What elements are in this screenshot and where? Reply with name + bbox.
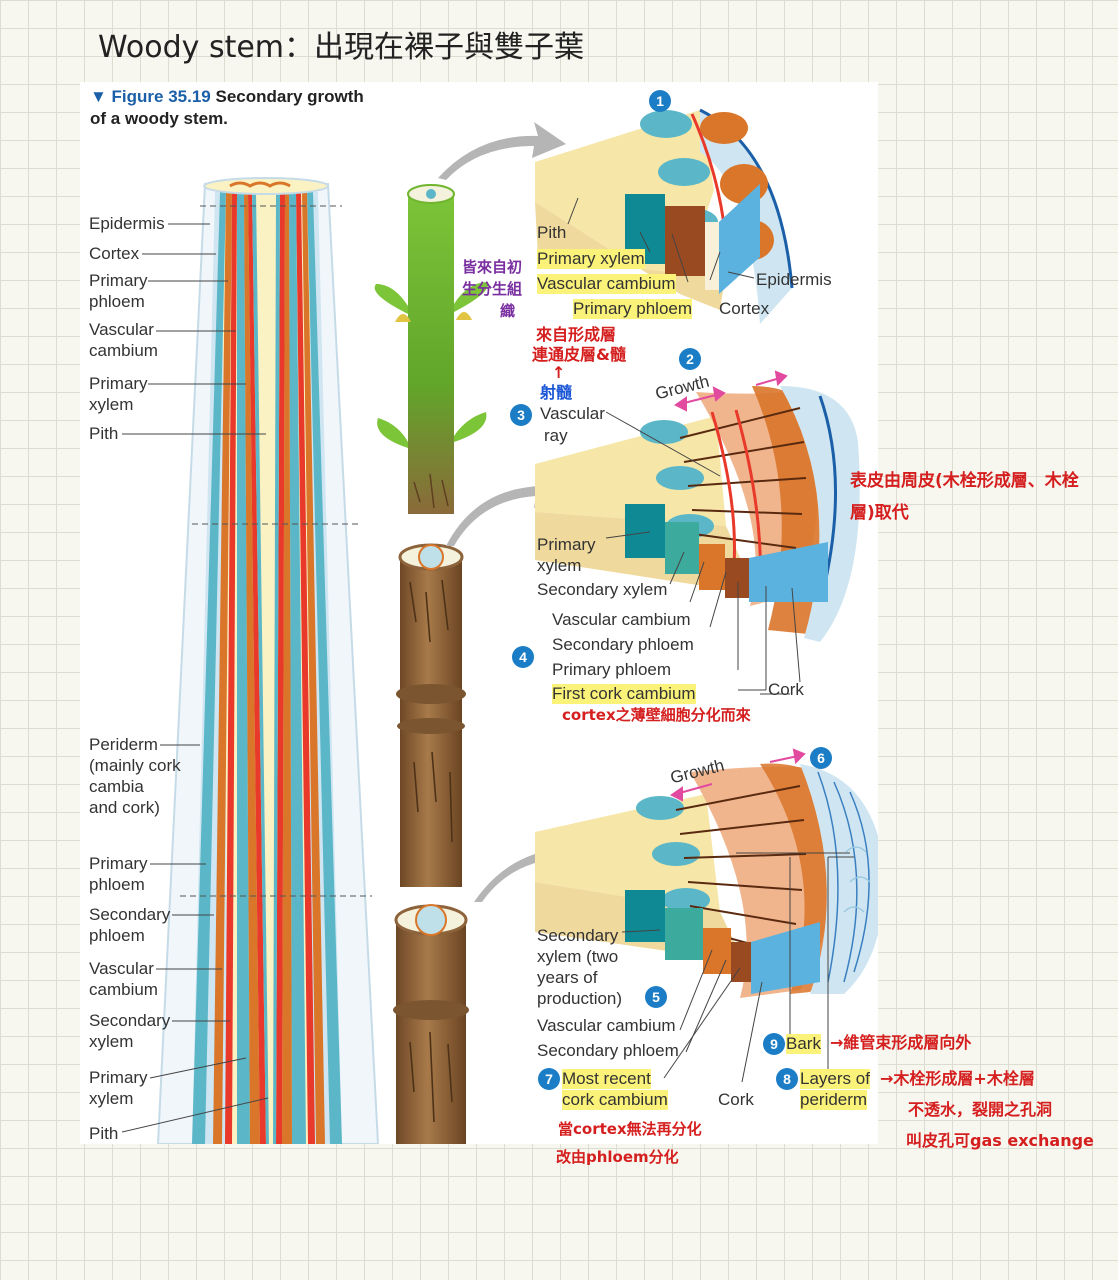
label-secondary-phloem-2: phloem xyxy=(89,926,145,945)
label-periderm-3: cambia xyxy=(89,777,144,796)
w2-label-primary-xylem-1: Primary xyxy=(537,535,596,554)
w3-label-bark: Bark xyxy=(786,1034,821,1054)
label-primary-xylem-2: xylem xyxy=(89,395,134,414)
note-periderm-1: →木栓形成層+木栓層 xyxy=(880,1069,1035,1088)
w3-label-secondary-xylem-2: xylem (two xyxy=(537,947,619,966)
stem-diagram xyxy=(121,108,878,1144)
w3-label-cork: Cork xyxy=(718,1090,754,1109)
note-ray-arrow: ↑ xyxy=(552,363,566,382)
note-cork-cambium-origin: cortex之薄壁細胞分化而來 xyxy=(562,706,751,724)
label-periderm-4: and cork) xyxy=(89,798,160,817)
page-title: Woody stem：出現在裸子與雙子葉 xyxy=(98,30,585,65)
note-epidermis-replaced-2: 層)取代 xyxy=(850,503,909,523)
label-secondary-xylem-2: xylem xyxy=(89,1032,134,1051)
figure-caption: ▼ Figure 35.19 Secondary growth of a woo… xyxy=(90,86,364,130)
label-periderm-2: (mainly cork xyxy=(89,756,181,775)
step-number-2: 2 xyxy=(679,348,701,370)
step-number-5: 5 xyxy=(645,986,667,1008)
w3-label-secondary-xylem-3: years of xyxy=(537,968,598,987)
note-periderm-2: 不透水，裂開之孔洞 xyxy=(908,1100,1053,1119)
w3-label-secondary-xylem-4: production) xyxy=(537,989,623,1008)
figure-panel: ▼ Figure 35.19 Secondary growth of a woo… xyxy=(80,82,878,1144)
label-primary-phloem-b1: Primary xyxy=(89,854,148,873)
left-label-leaders xyxy=(121,223,269,1133)
wedge-label-leaders xyxy=(567,197,854,1083)
wedge-2-secondary-growth xyxy=(535,386,860,642)
label-primary-xylem-b2: xylem xyxy=(89,1089,134,1108)
note-ray-origin-1: 來自形成層 xyxy=(536,325,617,344)
growth-arrows xyxy=(670,370,806,802)
figure-number: ▼ Figure 35.19 xyxy=(90,87,211,106)
w3-label-most-recent-1: Most recent xyxy=(562,1069,651,1089)
label-vascular-cambium-b2: cambium xyxy=(89,980,158,999)
label-secondary-xylem-1: Secondary xyxy=(89,1011,171,1030)
label-cortex: Cortex xyxy=(89,244,140,263)
label-primary-xylem-b1: Primary xyxy=(89,1068,148,1087)
bottom-woody-stem-illustration xyxy=(393,904,469,1144)
note-epidermis-replaced-1: 表皮由周皮(木栓形成層、木栓 xyxy=(850,471,1079,491)
w3-label-secondary-phloem: Secondary phloem xyxy=(537,1041,679,1060)
w2-label-secondary-phloem: Secondary phloem xyxy=(552,635,694,654)
label-vascular-cambium-1: Vascular xyxy=(89,320,154,339)
step-number-9: 9 xyxy=(763,1033,785,1055)
label-primary-phloem-b2: phloem xyxy=(89,875,145,894)
note-recent-cork-1: 當cortex無法再分化 xyxy=(558,1120,702,1138)
w2-label-vascular-ray-2: ray xyxy=(544,426,568,445)
w1-label-pith: Pith xyxy=(537,223,567,242)
w3-label-secondary-xylem-1: Secondary xyxy=(537,926,619,945)
middle-woody-stem-illustration xyxy=(396,543,466,887)
step-number-7: 7 xyxy=(538,1068,560,1090)
w2-label-primary-phloem: Primary phloem xyxy=(552,660,672,679)
label-pith-b: Pith xyxy=(89,1124,119,1143)
w3-label-layers-1: Layers of xyxy=(800,1069,870,1089)
label-secondary-phloem-1: Secondary xyxy=(89,905,171,924)
figure-title-line-1: Secondary growth xyxy=(215,87,364,106)
w3-label-layers-2: periderm xyxy=(800,1090,868,1110)
note-ray-name: 射髓 xyxy=(540,383,573,402)
note-primary-tissue-1: 皆來自初 xyxy=(462,258,523,276)
w2-label-secondary-xylem: Secondary xylem xyxy=(537,580,668,599)
w2-label-vascular-ray-1: Vascular xyxy=(540,404,605,423)
note-bark: →維管束形成層向外 xyxy=(830,1033,972,1052)
label-vascular-cambium-b1: Vascular xyxy=(89,959,154,978)
label-primary-phloem-1: Primary xyxy=(89,271,148,290)
label-vascular-cambium-2: cambium xyxy=(89,341,158,360)
figure-title-line-2: of a woody stem. xyxy=(90,109,228,128)
note-ray-origin-2: 連通皮層&髓 xyxy=(532,345,626,364)
note-periderm-3: 叫皮孔可gas exchange xyxy=(906,1131,1094,1150)
label-periderm-1: Periderm xyxy=(89,735,158,754)
w2-label-vascular-cambium: Vascular cambium xyxy=(552,610,691,629)
w2-label-first-cork-cambium: First cork cambium xyxy=(552,684,696,704)
wedge-3-later-growth xyxy=(535,763,878,998)
step-number-3: 3 xyxy=(510,404,532,426)
step-number-1: 1 xyxy=(649,90,671,112)
step-number-6: 6 xyxy=(810,747,832,769)
tall-stem-illustration xyxy=(156,177,380,1144)
w1-label-vascular-cambium: Vascular cambium xyxy=(537,274,676,294)
w1-label-primary-xylem: Primary xylem xyxy=(537,249,645,269)
w2-label-cork: Cork xyxy=(768,680,804,699)
wedge-1-primary-growth xyxy=(535,108,794,324)
w1-label-primary-phloem: Primary phloem xyxy=(573,299,693,319)
w1-label-cortex: Cortex xyxy=(719,299,770,318)
step-number-8: 8 xyxy=(776,1068,798,1090)
note-recent-cork-2: 改由phloem分化 xyxy=(556,1148,679,1166)
w3-label-vascular-cambium: Vascular cambium xyxy=(537,1016,676,1035)
note-primary-tissue-3: 織 xyxy=(500,302,516,320)
w1-label-epidermis: Epidermis xyxy=(756,270,832,289)
w2-label-primary-xylem-2: xylem xyxy=(537,556,582,575)
label-epidermis: Epidermis xyxy=(89,214,165,233)
label-primary-xylem-1: Primary xyxy=(89,374,148,393)
label-pith: Pith xyxy=(89,424,119,443)
note-primary-tissue-2: 生分生組 xyxy=(462,280,523,298)
w3-label-most-recent-2: cork cambium xyxy=(562,1090,668,1110)
young-green-stem-illustration xyxy=(374,184,489,514)
label-primary-phloem-2: phloem xyxy=(89,292,145,311)
step-number-4: 4 xyxy=(512,646,534,668)
